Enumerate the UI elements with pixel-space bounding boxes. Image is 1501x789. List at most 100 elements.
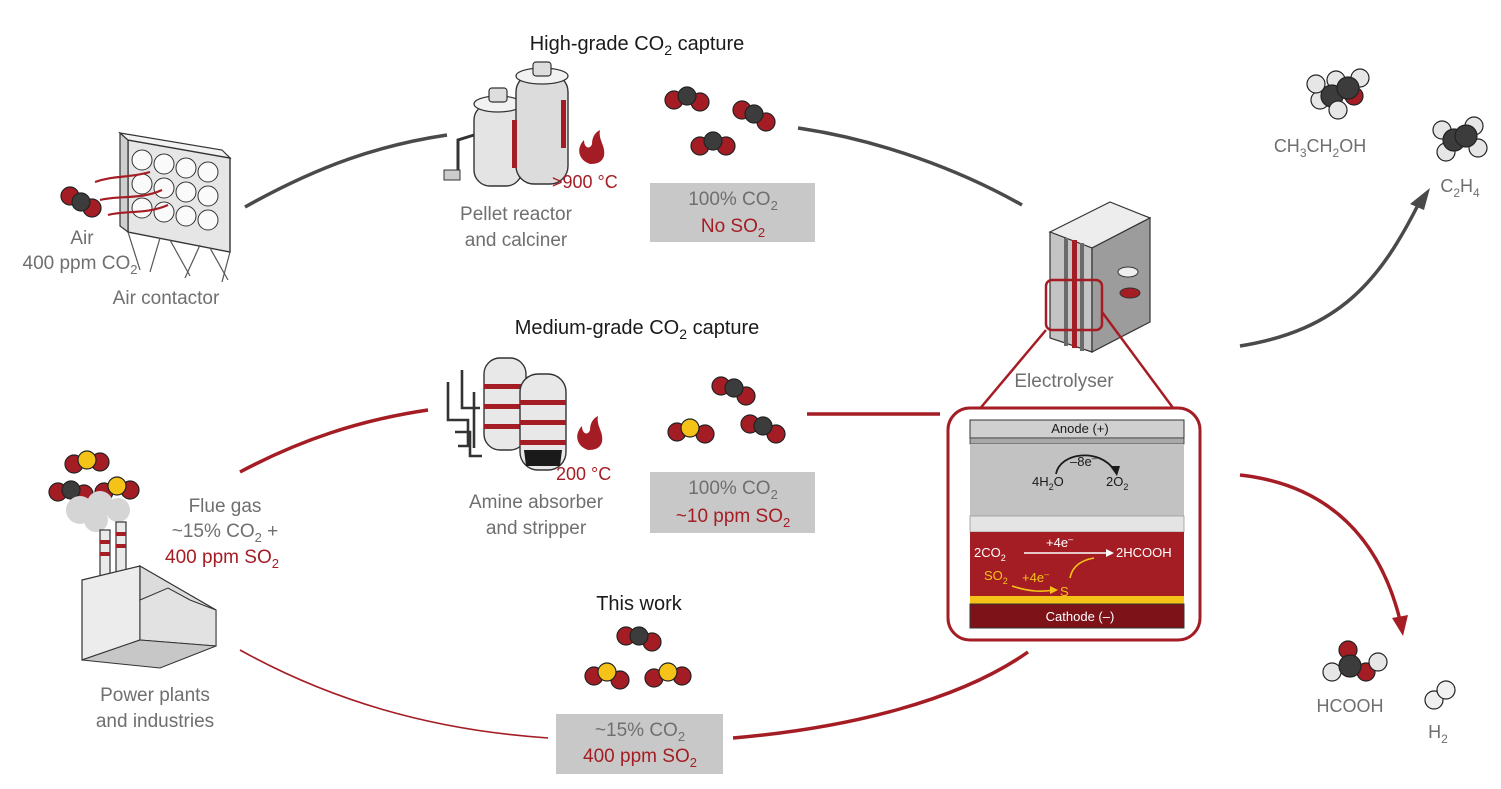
high-grade-co2-molecules: [664, 86, 776, 156]
flue-to-mediumgrade-arc: [239, 408, 429, 474]
svg-text:–8e–: –8e–: [1070, 453, 1097, 469]
co2-electrons: +4e: [1046, 535, 1068, 550]
so2-molecule-icon: [584, 662, 630, 690]
electrolyser-to-c1-arrow: [1239, 473, 1402, 621]
svg-text:+4e–: +4e–: [1022, 569, 1049, 585]
anode-product: 2O: [1106, 474, 1123, 489]
co2-reactant: 2CO: [974, 545, 1001, 560]
formic-acid-label: HCOOH: [1317, 696, 1384, 716]
co2-arrowhead-icon: [1106, 549, 1114, 557]
anode-label: Anode (+): [1051, 421, 1108, 436]
medium-grade-box-line1: 100% CO: [688, 478, 770, 499]
anode-arrowhead-icon: [1110, 466, 1120, 476]
svg-text:400 ppm SO2: 400 ppm SO2: [165, 547, 279, 571]
pellet-reactor-icon: [443, 61, 569, 187]
svg-text:400 ppm SO2: 400 ppm SO2: [583, 746, 697, 770]
co2-molecule-icon: [740, 414, 786, 444]
high-grade-temperature: >900 °C: [552, 172, 618, 192]
sulfur-arrow: [1069, 557, 1095, 579]
so2-electrons: +4e: [1022, 570, 1044, 585]
ethylene-molecule-icon: [1432, 116, 1488, 162]
so2-molecule-icon: [667, 418, 715, 444]
svg-text:Medium-grade CO2 capture: Medium-grade CO2 capture: [515, 317, 760, 342]
svg-text:Air: Air: [70, 228, 94, 249]
svg-text:400 ppm CO2: 400 ppm CO2: [23, 253, 138, 277]
high-grade-flame-icon: [579, 130, 605, 164]
co2-molecule-icon: [732, 100, 776, 132]
so2-product: S: [1060, 584, 1069, 599]
power-plant-label-line2: and industries: [96, 711, 214, 732]
electrolyser-cell-detail: [969, 419, 1185, 629]
medium-grade-temperature: 200 °C: [556, 464, 611, 484]
co2-molecule-icon: [690, 131, 736, 156]
co2-product: 2HCOOH: [1116, 545, 1172, 560]
pellet-reactor-label-line1: Pellet reactor: [460, 204, 573, 225]
medium-grade-flame-icon: [577, 416, 603, 450]
electrolyser-to-c2-arrow: [1239, 204, 1420, 348]
pellet-reactor-label-line2: and calciner: [465, 230, 568, 251]
this-work-title: This work: [596, 593, 683, 615]
air-to-highgrade-arc: [244, 133, 448, 209]
hydrogen-label: H: [1428, 722, 1441, 742]
flue-gas-molecules: [48, 450, 140, 504]
svg-text:100% CO2: 100% CO2: [688, 189, 778, 213]
power-to-thiswork-arc: [239, 649, 549, 739]
air-label: Air: [70, 228, 94, 249]
so2-molecule-icon: [644, 662, 692, 688]
co2-molecule-icon: [711, 376, 756, 406]
this-work-input-box: [556, 714, 723, 774]
electrolyser-stack-icon: [1044, 201, 1152, 353]
medium-grade-output-box: [650, 472, 815, 533]
anode-reaction-arrow-icon: [1055, 454, 1115, 475]
co2-molecule-icon: [616, 626, 662, 652]
air-contactor-icon: [94, 131, 232, 283]
power-plant-icon: [81, 521, 217, 669]
so2-arrowhead-icon: [1050, 586, 1058, 594]
high-grade-title: High-grade CO: [530, 33, 665, 55]
svg-text:2O2: 2O2: [1106, 474, 1128, 492]
svg-text:+4e–: +4e–: [1046, 534, 1073, 550]
this-work-box-line1: ~15% CO: [595, 720, 678, 741]
air-contactor-label: Air contactor: [113, 288, 220, 309]
svg-text:CH3CH2OH: CH3CH2OH: [1274, 136, 1366, 160]
electrolyser-label: Electrolyser: [1014, 371, 1114, 392]
flow-connectors: [239, 126, 1430, 740]
air-co2-molecule-icon: [60, 186, 102, 218]
ethanol-label: CH: [1274, 136, 1300, 156]
thiswork-to-electrolyser-arc: [732, 650, 1030, 740]
svg-text:2CO2: 2CO2: [974, 545, 1006, 563]
anode-electrons: –8e: [1070, 454, 1092, 469]
high-grade-box-line2: No SO: [701, 216, 758, 237]
svg-text:No SO2: No SO2: [701, 216, 765, 240]
formic-acid-molecule-icon: [1322, 640, 1388, 682]
svg-text:SO2: SO2: [984, 568, 1008, 586]
this-work-box-line2: 400 ppm SO: [583, 746, 690, 767]
svg-text:100% CO2: 100% CO2: [688, 478, 778, 502]
cathode-label: Cathode (–): [1046, 609, 1115, 624]
so2-reactant: SO: [984, 568, 1003, 583]
high-grade-box-line1: 100% CO: [688, 189, 770, 210]
svg-text:High-grade CO2 capture: High-grade CO2 capture: [530, 33, 745, 58]
air-concentration-label: 400 ppm CO: [23, 253, 131, 274]
smoke-cloud-icon: [66, 491, 130, 532]
medium-grade-title: Medium-grade CO: [515, 317, 680, 339]
flue-gas-label-line2: ~15% CO: [172, 521, 255, 542]
svg-text:4H2O: 4H2O: [1032, 474, 1064, 492]
svg-text:~15% CO2 +: ~15% CO2 +: [172, 521, 279, 545]
anode-reactant: 4H: [1032, 474, 1049, 489]
amine-absorber-label-line2: and stripper: [486, 518, 587, 539]
svg-text:~10 ppm SO2: ~10 ppm SO2: [676, 506, 790, 530]
highgrade-to-electrolyser-arc: [797, 126, 1023, 207]
c1-arrowhead-icon: [1392, 615, 1408, 636]
flue-gas-label-line3: 400 ppm SO: [165, 547, 272, 568]
high-grade-output-box: [650, 183, 815, 242]
this-work-molecules: [584, 626, 692, 690]
power-plant-label-line1: Power plants: [100, 685, 210, 706]
co2-molecule-icon: [664, 86, 710, 112]
medium-grade-box-line2: ~10 ppm SO: [676, 506, 783, 527]
medium-grade-molecules: [667, 376, 786, 444]
c2-arrowhead-icon: [1410, 188, 1430, 210]
ethanol-molecule-icon: [1306, 68, 1370, 120]
